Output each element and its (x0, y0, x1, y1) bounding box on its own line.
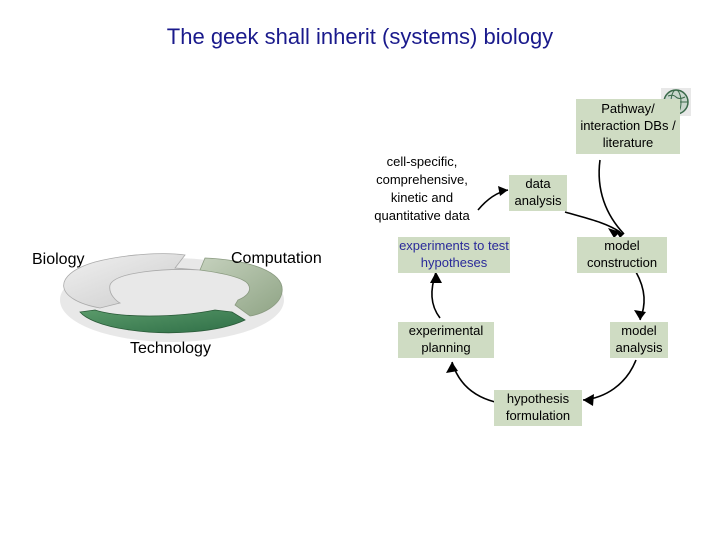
cell-data-text: cell-specific, comprehensive, kinetic an… (374, 154, 470, 223)
page-title: The geek shall inherit (systems) biology (166, 24, 554, 49)
label-biology: Biology (32, 251, 85, 268)
experimental-planning-box: experimental planning (398, 322, 494, 358)
arrow-analysis-to-hypothesis (582, 359, 637, 401)
ring-segment-computation (199, 257, 283, 317)
model-construction-box: model construction (577, 237, 667, 273)
experiments-box: experiments to test hypotheses (398, 237, 510, 273)
pathway-db-box: Pathway/ interaction DBs / literature (576, 99, 680, 154)
arrow-pathway-to-model (598, 159, 625, 235)
ring-segment-biology (63, 253, 201, 309)
data-analysis-box: data analysis (509, 175, 567, 211)
hypothesis-box: hypothesis formulation (494, 390, 582, 426)
arrow-data-to-model (564, 211, 621, 233)
ring-segment-technology (79, 309, 246, 334)
label-technology: Technology (130, 340, 211, 357)
model-analysis-box: model analysis (610, 322, 668, 358)
label-computation: Computation (231, 250, 322, 267)
arrow-hypothesis-to-planning (451, 361, 496, 403)
